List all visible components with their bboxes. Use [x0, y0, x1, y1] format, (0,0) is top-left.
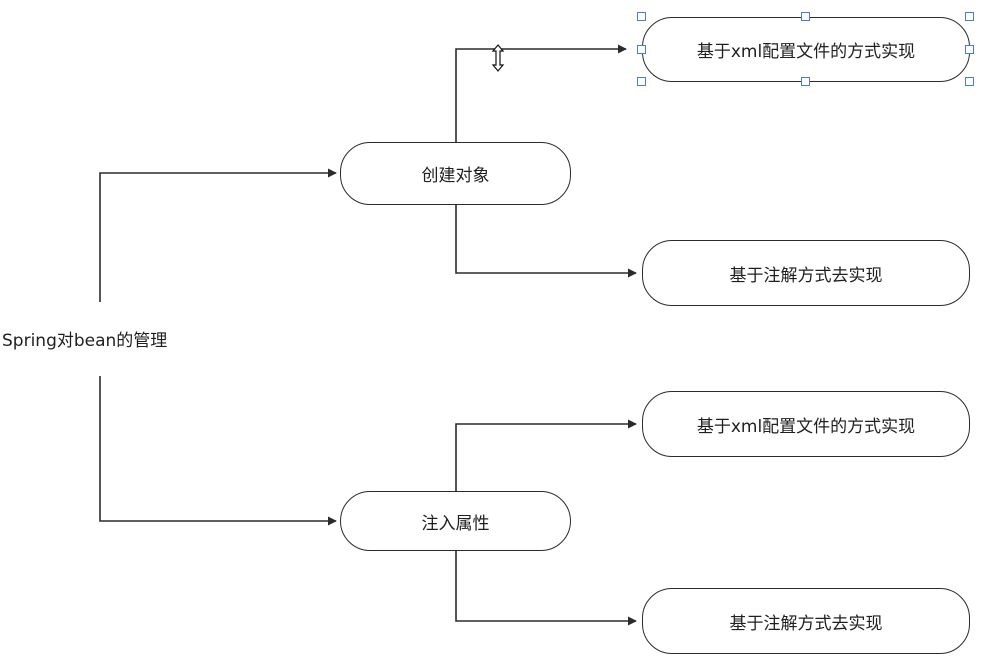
connector-create-to-annotation[interactable] [455, 205, 637, 278]
leaf-node-create-annotation[interactable]: 基于注解方式去实现 [642, 240, 970, 306]
leaf-node-label: 基于xml配置文件的方式实现 [696, 416, 916, 437]
connector-create-to-xml[interactable] [455, 44, 627, 142]
resize-handle-top-left[interactable] [637, 12, 646, 21]
branch-node-label: 创建对象 [421, 166, 490, 186]
root-node-label[interactable]: Spring对bean的管理 [2, 331, 168, 351]
leaf-node-inject-xml[interactable]: 基于xml配置文件的方式实现 [642, 391, 970, 457]
connector-inject-to-xml[interactable] [455, 419, 637, 491]
resize-cursor-icon [491, 44, 505, 72]
leaf-node-label: 基于注解方式去实现 [729, 613, 883, 634]
branch-node-inject-property[interactable]: 注入属性 [340, 491, 571, 551]
resize-handle-top-right[interactable] [965, 12, 974, 21]
resize-handle-bottom-right[interactable] [965, 77, 974, 86]
branch-node-create-object[interactable]: 创建对象 [340, 142, 571, 205]
leaf-node-label: 基于注解方式去实现 [729, 265, 883, 286]
connector-root-to-branch-inject[interactable] [99, 376, 337, 526]
leaf-node-inject-annotation[interactable]: 基于注解方式去实现 [642, 588, 970, 654]
resize-handle-bottom-left[interactable] [637, 77, 646, 86]
branch-node-label: 注入属性 [421, 513, 490, 534]
resize-handle-middle-left[interactable] [637, 45, 646, 54]
resize-handle-middle-right[interactable] [965, 45, 974, 54]
connector-inject-to-annotation[interactable] [455, 551, 637, 626]
connector-root-to-branch-create[interactable] [99, 168, 337, 302]
leaf-node-create-xml[interactable]: 基于xml配置文件的方式实现 [642, 17, 970, 82]
leaf-node-label: 基于xml配置文件的方式实现 [696, 42, 916, 62]
resize-handle-bottom-center[interactable] [801, 77, 810, 86]
resize-handle-top-center[interactable] [801, 12, 810, 21]
